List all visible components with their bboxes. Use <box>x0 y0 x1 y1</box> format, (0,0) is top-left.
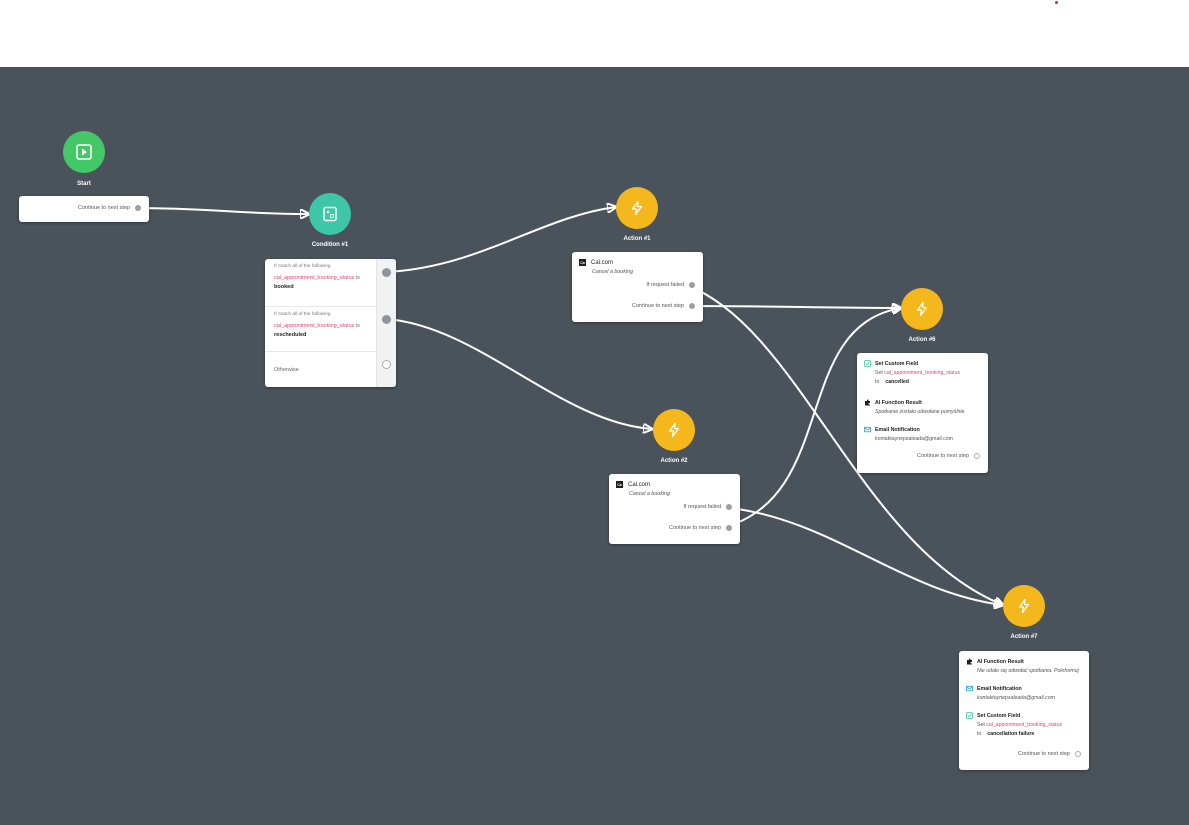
workflow-canvas[interactable]: Start Continue to next step Condition #1… <box>0 67 1189 825</box>
condition-icon <box>323 206 337 222</box>
puzzle-icon <box>966 658 973 665</box>
status-dot <box>1055 1 1058 4</box>
cal-logo-icon: Ca <box>616 481 623 488</box>
start-card[interactable]: Continue to next step <box>19 196 149 222</box>
condition-label: Condition #1 <box>311 242 349 248</box>
action1-next-port[interactable]: Continue to next step <box>632 303 695 309</box>
edge-rescheduled-to-action2 <box>386 318 652 429</box>
action1-fail-port[interactable]: If request failed <box>646 282 695 288</box>
edge-booked-to-action1 <box>386 207 616 273</box>
action7-set-field[interactable]: Set Custom Field Set cal_appointment_boo… <box>966 712 1083 737</box>
branch-booked[interactable]: If match all of the following cal_appoin… <box>274 264 360 290</box>
action1-card[interactable]: Ca Cal.com Cancel a booking If request f… <box>572 252 703 322</box>
action7-label: Action #7 <box>1010 634 1038 640</box>
port-dot[interactable] <box>1075 751 1081 757</box>
branch-otherwise-port[interactable] <box>382 360 391 369</box>
action7-ai-result[interactable]: AI Function Result Nie udało się odwołać… <box>966 658 1083 674</box>
mail-icon <box>966 685 973 692</box>
divider <box>265 306 377 307</box>
edge-action2-fail-to-action7 <box>721 506 1003 605</box>
action6-email[interactable]: Email Notification kontaktaynepsaleada@g… <box>864 426 982 442</box>
port-dot[interactable] <box>135 205 141 211</box>
action2-card[interactable]: Ca Cal.com Cancel a booking If request f… <box>609 474 740 544</box>
branch-rescheduled[interactable]: If match all of the following cal_appoin… <box>274 312 360 338</box>
port-dot[interactable] <box>726 525 732 531</box>
connector-layer <box>132 67 1189 825</box>
condition-card[interactable]: If match all of the following cal_appoin… <box>265 259 396 387</box>
cal-logo-icon: Ca <box>579 259 586 266</box>
condition-node[interactable] <box>309 193 351 235</box>
branch-otherwise[interactable]: Otherwise <box>274 367 299 373</box>
action6-card[interactable]: Set Custom Field Set cal_appointment_boo… <box>857 353 988 473</box>
edge-action1-fail-to-action7 <box>685 284 1003 605</box>
action2-label: Action #2 <box>660 458 688 464</box>
branch-booked-port[interactable] <box>382 268 391 277</box>
action6-label: Action #6 <box>908 337 936 343</box>
play-icon <box>76 144 92 160</box>
action2-fail-port[interactable]: If request failed <box>683 504 732 510</box>
edge-start-to-condition <box>132 207 309 214</box>
action6-set-field[interactable]: Set Custom Field Set cal_appointment_boo… <box>864 360 982 385</box>
puzzle-icon <box>864 399 871 406</box>
mail-icon <box>864 426 871 433</box>
action1-label: Action #1 <box>623 236 651 242</box>
lightning-icon <box>631 200 643 216</box>
port-dot[interactable] <box>726 504 732 510</box>
action6-next-port[interactable]: Continue to next step <box>917 453 980 459</box>
start-node[interactable] <box>63 131 105 173</box>
action7-email[interactable]: Email Notification kontaktaynepsaleada@g… <box>966 685 1083 701</box>
action1-header: Ca Cal.com <box>579 259 614 266</box>
port-dot[interactable] <box>689 282 695 288</box>
lightning-icon <box>668 422 680 438</box>
checkbox-icon <box>864 360 871 367</box>
action1-description: Cancel a booking <box>592 269 633 275</box>
action6-ai-result[interactable]: AI Function Result Spotkanie zostało odw… <box>864 399 982 415</box>
branch-rescheduled-port[interactable] <box>382 315 391 324</box>
action2-node[interactable] <box>653 409 695 451</box>
start-label: Start <box>77 181 91 187</box>
edge-action2-next-to-action6 <box>721 308 901 529</box>
edge-action1-next-to-action6 <box>685 306 901 308</box>
action2-header: Ca Cal.com <box>616 481 651 488</box>
action1-node[interactable] <box>616 187 658 229</box>
port-dot[interactable] <box>689 303 695 309</box>
top-bar <box>0 0 1189 67</box>
action6-node[interactable] <box>901 288 943 330</box>
start-next-port[interactable]: Continue to next step <box>78 205 141 211</box>
checkbox-icon <box>966 712 973 719</box>
lightning-icon <box>916 301 928 317</box>
divider <box>265 351 377 352</box>
action2-description: Cancel a booking <box>629 491 670 497</box>
port-dot[interactable] <box>974 453 980 459</box>
action7-next-port[interactable]: Continue to next step <box>1018 751 1081 757</box>
action2-next-port[interactable]: Continue to next step <box>669 525 732 531</box>
action7-node[interactable] <box>1003 585 1045 627</box>
action7-card[interactable]: AI Function Result Nie udało się odwołać… <box>959 651 1089 770</box>
lightning-icon <box>1018 598 1030 614</box>
